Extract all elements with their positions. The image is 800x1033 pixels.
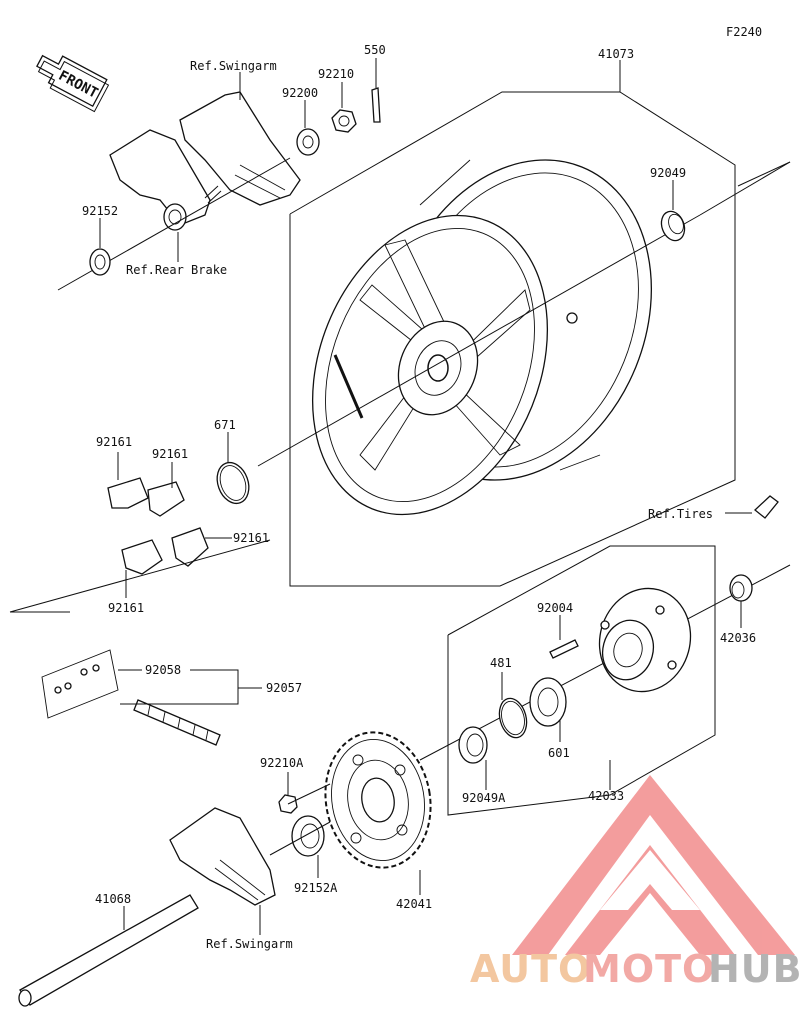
label-92210a: 92210A (260, 756, 304, 770)
wheel-frame (289, 60, 736, 587)
front-arrow-icon: FRONT (36, 54, 110, 113)
nut-axis (287, 783, 331, 805)
watermark-auto: AUTO (470, 947, 591, 991)
collar-92152 (89, 218, 111, 276)
watermark-hub: HUB (708, 947, 800, 991)
label-ref-swingarm-bottom: Ref.Swingarm (206, 937, 293, 951)
nut-92210 (331, 82, 357, 133)
label-92161-a: 92161 (96, 435, 132, 449)
label-92049a: 92049A (462, 791, 506, 805)
label-42041: 42041 (396, 897, 432, 911)
valve-stem (725, 495, 779, 519)
diagram-code: F2240 (726, 25, 762, 39)
label-92152a: 92152A (294, 881, 338, 895)
chain-adjuster (169, 807, 276, 935)
washer-92200 (296, 100, 320, 156)
circlip-481 (498, 672, 528, 739)
damper-axis (9, 539, 271, 613)
label-92152: 92152 (82, 204, 118, 218)
axle-centerline (257, 214, 701, 467)
collar-92152a (291, 815, 325, 878)
cotter-pin-550 (371, 58, 381, 123)
label-ref-rear-brake: Ref.Rear Brake (126, 263, 227, 277)
label-ref-tires: Ref.Tires (648, 507, 713, 521)
label-671: 671 (214, 418, 236, 432)
automotohub-watermark: AUTO MOTO HUB (470, 947, 800, 991)
axle-41068 (18, 894, 199, 1007)
watermark-moto: MOTO (583, 947, 715, 991)
hub-frame (447, 545, 716, 816)
label-601: 601 (548, 746, 570, 760)
label-42036: 42036 (720, 631, 756, 645)
automotohub-logo (512, 775, 795, 955)
collar-axis (269, 821, 331, 856)
label-92004: 92004 (537, 601, 573, 615)
label-92210: 92210 (318, 67, 354, 81)
stud-92004 (549, 615, 579, 659)
label-481: 481 (490, 656, 512, 670)
label-ref-swingarm-top: Ref.Swingarm (190, 59, 277, 73)
sprocket-42041 (324, 731, 432, 895)
coupling-hub-42033 (598, 587, 692, 693)
label-92058: 92058 (145, 663, 181, 677)
seal-92049 (660, 180, 686, 242)
label-41068: 41068 (95, 892, 131, 906)
nut-92210a (278, 772, 298, 814)
label-92161-d: 92161 (108, 601, 144, 615)
chain-link-kit (41, 649, 119, 719)
label-42033: 42033 (588, 789, 624, 803)
drive-chain-92057 (133, 699, 221, 746)
seal-92049a (458, 726, 488, 790)
label-41073: 41073 (598, 47, 634, 61)
part-labels: Ref.Swingarm 550 41073 92210 92200 92049… (82, 43, 756, 951)
collar-42036 (729, 574, 753, 628)
label-92161-b: 92161 (152, 447, 188, 461)
label-92057: 92057 (266, 681, 302, 695)
o-ring-671 (216, 432, 250, 505)
label-92200: 92200 (282, 86, 318, 100)
dampers-92161 (107, 452, 232, 598)
rear-wheel-41073 (311, 159, 653, 516)
label-92049: 92049 (650, 166, 686, 180)
caliper-bracket-assembly (109, 91, 301, 231)
label-550: 550 (364, 43, 386, 57)
label-92161-c: 92161 (233, 531, 269, 545)
bearing-601 (529, 677, 567, 742)
